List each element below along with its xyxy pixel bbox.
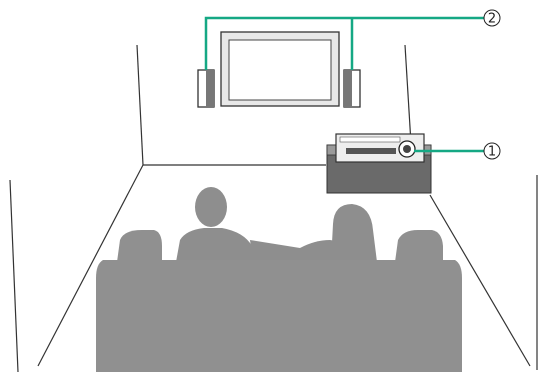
callout-2: 2 bbox=[483, 9, 501, 27]
flat-screen-tv bbox=[220, 31, 340, 107]
floor-left-edge bbox=[37, 164, 144, 367]
left-wall-edge bbox=[9, 179, 19, 373]
sofa bbox=[96, 230, 462, 372]
room-outline bbox=[9, 44, 538, 373]
connection-lines bbox=[204, 16, 484, 153]
back-wall-left-edge bbox=[136, 44, 144, 166]
left-speaker-connection bbox=[204, 16, 484, 70]
projector bbox=[335, 133, 425, 163]
callout-1-label: 1 bbox=[488, 145, 496, 160]
arm-over-shoulder bbox=[250, 240, 306, 264]
sofa-body bbox=[96, 260, 462, 372]
callout-2-label: 2 bbox=[488, 12, 496, 27]
right-front-speaker bbox=[343, 69, 361, 108]
sofa-left-cushion bbox=[117, 230, 162, 262]
callout-2-circle bbox=[483, 9, 501, 27]
callout-1: 1 bbox=[483, 142, 501, 160]
floor-right-edge bbox=[429, 194, 531, 367]
sofa-right-cushion bbox=[395, 230, 443, 262]
woman-torso bbox=[293, 240, 378, 262]
callout-1-circle bbox=[483, 142, 501, 160]
left-front-speaker bbox=[197, 69, 215, 108]
seated-people bbox=[176, 187, 378, 264]
man-head bbox=[195, 187, 227, 227]
man-torso bbox=[176, 228, 300, 262]
